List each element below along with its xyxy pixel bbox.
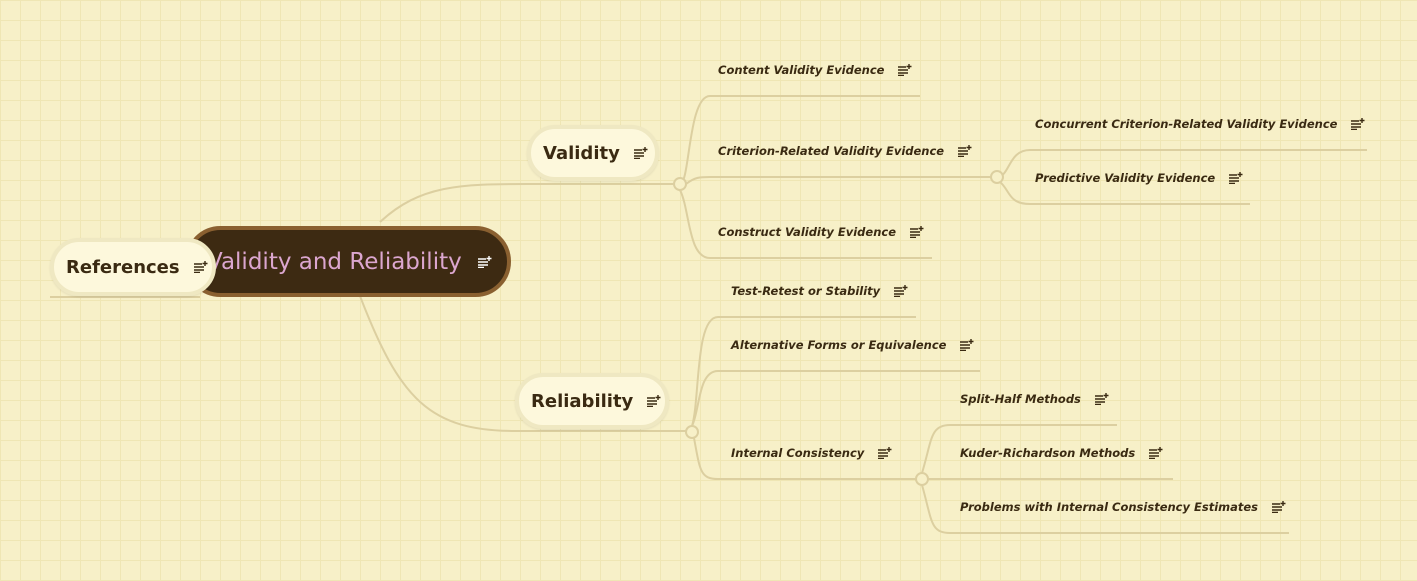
notes-add-icon[interactable]	[647, 395, 661, 407]
notes-add-icon[interactable]	[193, 261, 208, 273]
subtopic[interactable]: Criterion-Related Validity Evidence	[718, 144, 972, 158]
subtopic-label: Internal Consistency	[731, 446, 865, 460]
subtopic-label: Content Validity Evidence	[718, 63, 885, 77]
subtopic[interactable]: Test-Retest or Stability	[731, 284, 908, 298]
topic-validity[interactable]: Validity	[527, 125, 659, 181]
subtopic-label: Test-Retest or Stability	[731, 284, 881, 298]
notes-add-icon[interactable]	[1094, 393, 1109, 405]
subtopic[interactable]: Predictive Validity Evidence	[1035, 171, 1243, 185]
notes-add-icon[interactable]	[960, 339, 974, 351]
subtopic-label: Criterion-Related Validity Evidence	[718, 144, 945, 158]
subtopic-label: Kuder-Richardson Methods	[960, 446, 1136, 460]
central-topic[interactable]: Validity and Reliability	[185, 226, 511, 297]
topic-label: References	[66, 256, 180, 278]
subtopic-label: Split-Half Methods	[960, 392, 1081, 406]
subtopic-label: Problems with Internal Consistency Estim…	[960, 500, 1259, 514]
subtopic-label: Predictive Validity Evidence	[1035, 171, 1216, 185]
notes-add-icon[interactable]	[910, 226, 924, 238]
notes-add-icon[interactable]	[633, 147, 648, 159]
notes-add-icon[interactable]	[1149, 447, 1163, 459]
central-topic-label: Validity and Reliability	[207, 248, 462, 275]
subtopic[interactable]: Concurrent Criterion-Related Validity Ev…	[1035, 117, 1365, 131]
notes-add-icon[interactable]	[1272, 501, 1286, 513]
subtopic[interactable]: Problems with Internal Consistency Estim…	[960, 500, 1286, 514]
notes-add-icon[interactable]	[1229, 172, 1243, 184]
subtopic[interactable]: Alternative Forms or Equivalence	[731, 338, 974, 352]
subtopic[interactable]: Kuder-Richardson Methods	[960, 446, 1163, 460]
topic-label: Reliability	[531, 390, 634, 412]
topic-label: Validity	[543, 142, 620, 164]
subtopic-label: Construct Validity Evidence	[718, 225, 896, 239]
notes-add-icon[interactable]	[1351, 118, 1365, 130]
subtopic-label: Concurrent Criterion-Related Validity Ev…	[1035, 117, 1338, 131]
subtopic-label: Alternative Forms or Equivalence	[731, 338, 947, 352]
subtopic[interactable]: Construct Validity Evidence	[718, 225, 924, 239]
notes-add-icon[interactable]	[898, 64, 912, 76]
topic-reliability[interactable]: Reliability	[515, 373, 669, 429]
subtopic[interactable]: Content Validity Evidence	[718, 63, 912, 77]
notes-add-icon[interactable]	[878, 447, 892, 459]
notes-add-icon[interactable]	[958, 145, 972, 157]
notes-add-icon[interactable]	[477, 255, 492, 268]
subtopic[interactable]: Split-Half Methods	[960, 392, 1109, 406]
subtopic[interactable]: Internal Consistency	[731, 446, 892, 460]
notes-add-icon[interactable]	[894, 285, 908, 297]
topic-references[interactable]: References	[50, 238, 216, 296]
